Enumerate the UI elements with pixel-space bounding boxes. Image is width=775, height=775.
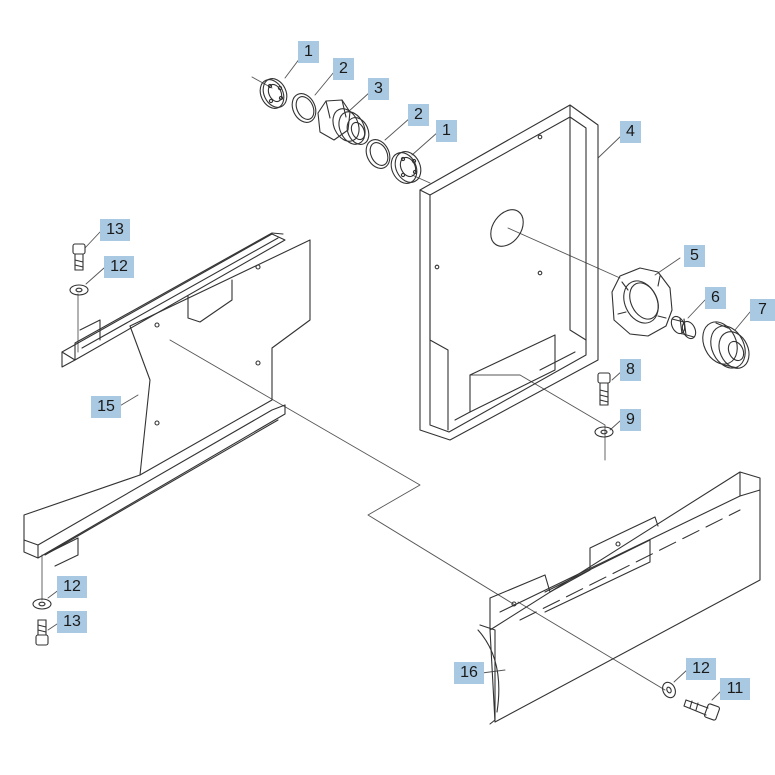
bolt-8[interactable] (598, 373, 610, 405)
threaded-hub-3[interactable] (318, 100, 373, 148)
castle-nut-5[interactable] (612, 268, 672, 336)
callout-13-upper[interactable]: 13 (100, 219, 130, 241)
housing-4[interactable] (420, 105, 598, 440)
callout-11[interactable]: 11 (720, 678, 750, 700)
callout-15[interactable]: 15 (91, 396, 121, 418)
callout-8[interactable]: 8 (620, 359, 641, 381)
callout-2-lower[interactable]: 2 (408, 104, 429, 126)
snap-ring-2-upper[interactable] (288, 90, 321, 126)
screw-13-upper[interactable] (73, 244, 85, 270)
washer-9[interactable] (595, 427, 613, 437)
callout-12-upper[interactable]: 12 (104, 256, 134, 278)
callout-6[interactable]: 6 (705, 287, 726, 309)
callout-1-lower[interactable]: 1 (436, 120, 457, 142)
callout-7[interactable]: 7 (750, 299, 775, 321)
callout-13-lower[interactable]: 13 (57, 611, 87, 633)
callout-9[interactable]: 9 (620, 409, 641, 431)
callout-1-upper[interactable]: 1 (298, 41, 319, 63)
bushing-6[interactable] (669, 314, 698, 340)
pulley-7[interactable] (696, 316, 755, 373)
bearing-1-upper[interactable] (256, 75, 292, 112)
callout-5[interactable]: 5 (684, 245, 705, 267)
washer-12-right[interactable] (660, 680, 678, 700)
callout-3[interactable]: 3 (368, 78, 389, 100)
callout-12-right[interactable]: 12 (686, 658, 716, 680)
washer-12-lower[interactable] (33, 599, 51, 609)
side-bracket-15[interactable] (24, 233, 310, 566)
callout-12-lower[interactable]: 12 (57, 576, 87, 598)
assembly-guide-lines (41, 57, 751, 701)
cover-panel-16[interactable] (478, 472, 760, 724)
bearing-1-lower[interactable] (386, 147, 425, 187)
callout-2-upper[interactable]: 2 (333, 58, 354, 80)
washer-12-upper[interactable] (70, 285, 88, 295)
snap-ring-2-lower[interactable] (362, 136, 395, 172)
bolt-11[interactable] (684, 700, 720, 721)
screw-13-lower[interactable] (36, 620, 48, 645)
callout-4[interactable]: 4 (620, 121, 641, 143)
callout-16[interactable]: 16 (454, 662, 484, 684)
